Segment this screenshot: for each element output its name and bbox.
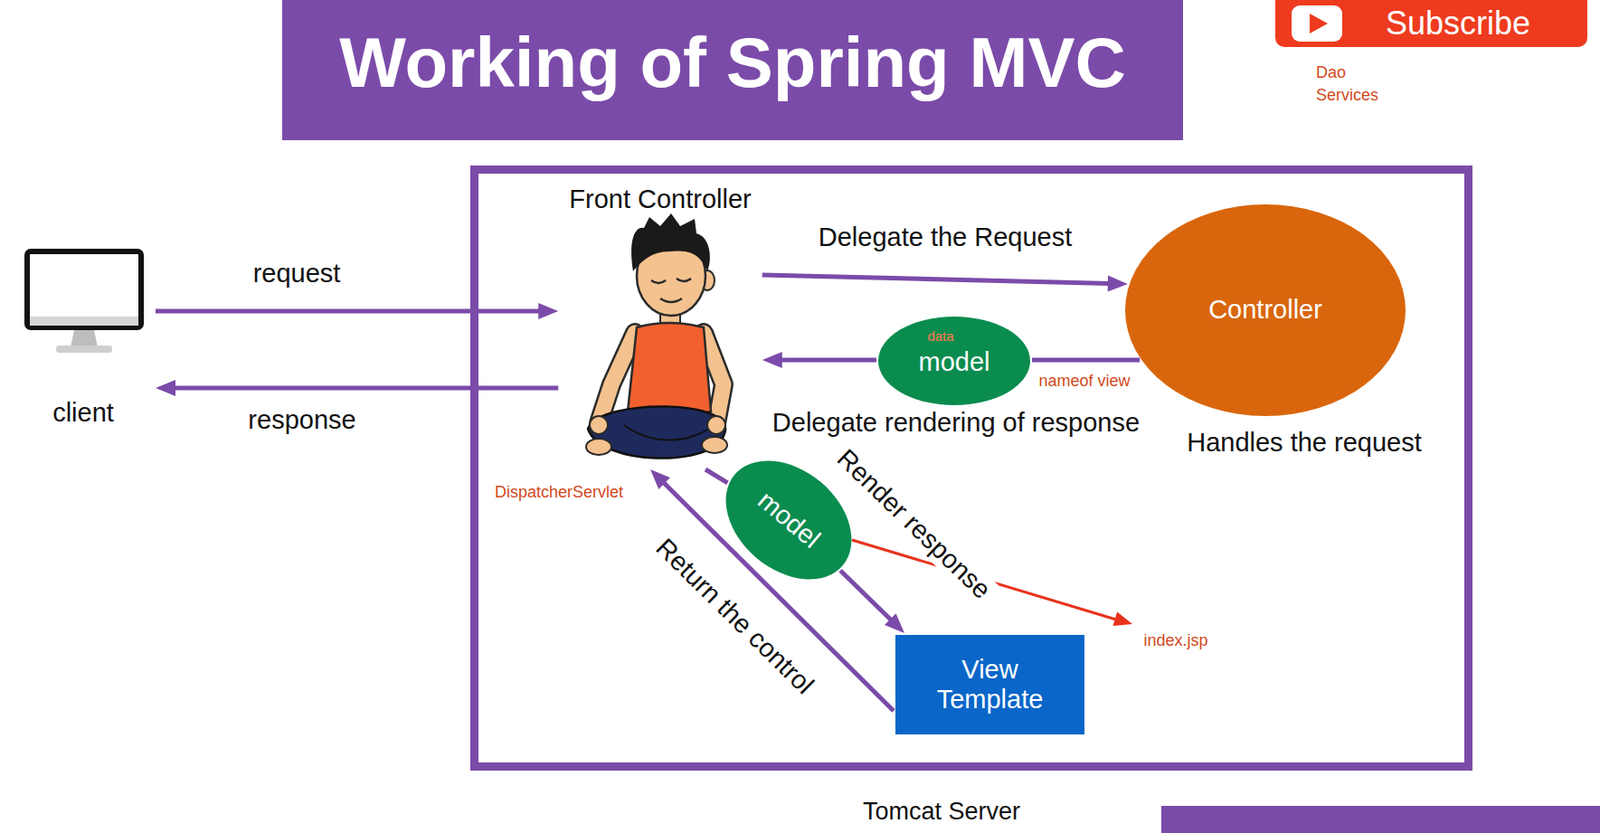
edge-label: response	[247, 405, 356, 436]
play-icon	[1291, 5, 1343, 42]
monitor-screen	[27, 251, 142, 328]
connector	[705, 469, 728, 483]
edge-label: request	[253, 258, 341, 289]
connector	[650, 469, 894, 711]
connector	[762, 351, 877, 369]
node-text: Subscribe	[1385, 4, 1531, 42]
title-text: Working of Spring MVC	[339, 22, 1127, 105]
person-eye	[676, 278, 692, 282]
arrow-head	[650, 469, 671, 490]
play-icon-body	[1291, 5, 1343, 42]
person-hand	[589, 416, 608, 435]
play-icon-triangle	[1309, 13, 1328, 34]
corner-band	[1161, 805, 1600, 833]
front-controller-person	[586, 213, 728, 459]
ellipse-fill	[1125, 204, 1406, 417]
monitor-chin	[29, 316, 139, 326]
person-hair	[631, 213, 711, 272]
annotation-label: DispatcherServlet	[494, 482, 624, 502]
monitor-stand	[70, 330, 98, 348]
annotation-label: Dao	[1315, 63, 1346, 83]
node-text: View Template	[922, 654, 1059, 716]
model-ellipse: data model	[878, 316, 1031, 406]
person-foot	[701, 436, 728, 454]
connector	[840, 570, 905, 634]
node-text: Tomcat Server	[862, 797, 1021, 826]
subscribe-button: Subscribe	[1275, 0, 1588, 48]
arrow-head	[884, 613, 905, 634]
person-leg-line	[624, 425, 715, 441]
annotation-label: Services	[1315, 85, 1379, 105]
person-smile	[660, 298, 682, 303]
view-template-box: View Template	[895, 634, 1085, 735]
connector-line	[155, 309, 540, 314]
edge-label: nameof view	[1038, 371, 1130, 391]
node-text: Handles the request	[1186, 427, 1422, 458]
connector	[1031, 359, 1140, 361]
front-controller: Front Controller	[559, 185, 760, 468]
connector-line	[840, 570, 892, 621]
person-tank-top	[627, 322, 711, 417]
arrow-head	[1107, 274, 1128, 292]
annotation-label: Delegate rendering of response	[772, 407, 1140, 438]
connector	[155, 302, 559, 320]
arrow-head	[538, 302, 559, 320]
annotation-label: Render response	[828, 442, 999, 608]
arrow-head	[762, 351, 783, 369]
connector-line	[1031, 358, 1140, 363]
edge-label: Delegate the Request	[818, 222, 1073, 253]
monitor-icon	[27, 251, 142, 353]
monitor-base	[56, 345, 113, 353]
connector	[155, 379, 559, 397]
connector-line	[705, 469, 728, 483]
controller-ellipse: ControllerHandles the request	[1125, 204, 1406, 417]
node-text: client	[52, 397, 114, 428]
connector	[762, 274, 1128, 292]
title-band: Working of Spring MVC	[282, 0, 1184, 141]
connector-line	[173, 386, 559, 391]
person-foot	[586, 438, 612, 455]
red-arrow-head	[1113, 612, 1134, 626]
ellipse-fill	[878, 316, 1031, 406]
connector-line	[780, 358, 877, 363]
arrow-head	[155, 379, 176, 397]
person-eye	[651, 280, 666, 284]
node-text: Controller	[1208, 294, 1323, 325]
node-text: Front Controller	[568, 184, 751, 215]
annotation-label: index.jsp	[1143, 631, 1208, 651]
client-node: client	[18, 242, 154, 435]
node-text: model	[918, 347, 991, 378]
node-text: data	[927, 328, 954, 344]
tomcat-server-box: Tomcat ServerFront ControllerControllerH…	[470, 165, 1473, 771]
connector-line	[762, 274, 1110, 285]
person-hand	[707, 416, 726, 435]
